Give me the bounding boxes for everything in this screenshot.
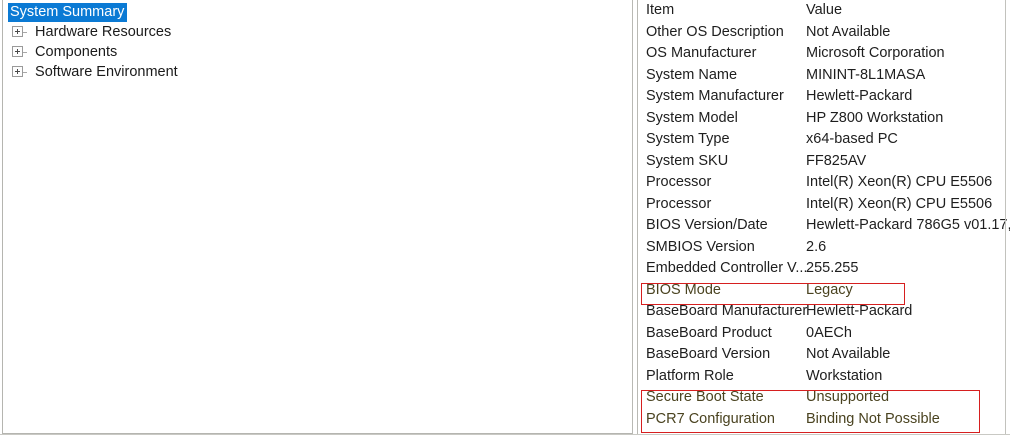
row-value: FF825AV xyxy=(806,152,867,169)
table-row[interactable]: SMBIOS Version 2.6 xyxy=(638,237,1010,259)
row-item-label: System Model xyxy=(646,109,738,126)
row-value: 255.255 xyxy=(806,260,859,276)
row-item-label: Secure Boot State xyxy=(646,389,764,405)
table-row-secure-boot-state[interactable]: Secure Boot State Unsupported xyxy=(638,387,1010,409)
row-item-label: OS Manufacturer xyxy=(646,45,757,61)
table-row[interactable]: BIOS Version/Date Hewlett-Packard 786G5 … xyxy=(638,215,1010,237)
row-item-label: System Manufacturer xyxy=(646,88,784,104)
table-row[interactable]: System Name MININT-8L1MASA xyxy=(638,65,1010,87)
plus-box-icon[interactable] xyxy=(12,65,23,77)
row-item-label: System SKU xyxy=(646,152,729,169)
row-item-label: BIOS Version/Date xyxy=(646,217,768,233)
row-item-label: System Name xyxy=(646,66,738,83)
plus-box-icon[interactable] xyxy=(12,45,23,57)
tree-item-hardware-resources-label: Hardware Resources xyxy=(35,24,172,41)
table-row[interactable]: BaseBoard Version Not Available xyxy=(638,344,1010,366)
list-pane-right-border xyxy=(1005,0,1006,434)
tree-connector-line xyxy=(23,32,27,33)
table-row[interactable]: System Manufacturer Hewlett-Packard xyxy=(638,86,1010,108)
row-item-label: BaseBoard Version xyxy=(646,346,771,362)
tree-item-components[interactable]: Components xyxy=(3,42,632,62)
row-value: Intel(R) Xeon(R) CPU E5506 xyxy=(806,195,993,212)
plus-box-icon[interactable] xyxy=(12,25,23,37)
row-value: Binding Not Possible xyxy=(806,410,940,427)
table-row[interactable]: Other OS Description Not Available xyxy=(638,22,1010,44)
row-value: HP Z800 Workstation xyxy=(806,109,944,126)
row-item-label: System Type xyxy=(646,131,730,147)
table-row-bios-mode[interactable]: BIOS Mode Legacy xyxy=(638,280,1010,302)
row-item-label: BIOS Mode xyxy=(646,281,721,298)
table-row[interactable]: Embedded Controller V... 255.255 xyxy=(638,258,1010,280)
tree-item-system-summary[interactable]: System Summary xyxy=(3,2,632,22)
table-row[interactable]: Processor Intel(R) Xeon(R) CPU E5506 xyxy=(638,172,1010,194)
row-item-label: Embedded Controller V... xyxy=(646,260,808,276)
table-row[interactable]: BaseBoard Product 0AECh xyxy=(638,323,1010,345)
column-header-item: Item xyxy=(646,2,675,18)
row-value: Not Available xyxy=(806,346,891,362)
row-value: Legacy xyxy=(806,281,853,298)
pane-splitter[interactable] xyxy=(632,0,638,434)
row-value: Unsupported xyxy=(806,389,890,405)
row-value: Hewlett-Packard xyxy=(806,88,913,104)
tree-connector-line xyxy=(23,72,27,73)
row-value: Intel(R) Xeon(R) CPU E5506 xyxy=(806,174,993,190)
window-bottom-border xyxy=(0,434,1010,435)
tree-item-components-label: Components xyxy=(35,44,118,61)
column-header-value: Value xyxy=(806,2,843,18)
row-value: Hewlett-Packard 786G5 v01.17, 8/ xyxy=(806,217,1010,233)
row-item-label: BaseBoard Product xyxy=(646,324,772,341)
tree-connector-line xyxy=(23,52,27,53)
table-row[interactable]: System Type x64-based PC xyxy=(638,129,1010,151)
row-item-label: BaseBoard Manufacturer xyxy=(646,303,808,319)
row-item-label: Processor xyxy=(646,195,712,212)
row-value: 2.6 xyxy=(806,238,827,255)
row-value: Hewlett-Packard xyxy=(806,303,913,319)
navigation-tree-pane: System Summary Hardware Resources Compon… xyxy=(2,0,632,434)
table-row[interactable]: Processor Intel(R) Xeon(R) CPU E5506 xyxy=(638,194,1010,216)
table-row[interactable]: BaseBoard Manufacturer Hewlett-Packard xyxy=(638,301,1010,323)
tree-item-software-environment-label: Software Environment xyxy=(35,64,178,81)
row-value: Microsoft Corporation xyxy=(806,45,945,61)
row-item-label: Processor xyxy=(646,174,712,190)
row-value: 0AECh xyxy=(806,324,852,341)
row-value: x64-based PC xyxy=(806,131,898,147)
row-value: MININT-8L1MASA xyxy=(806,66,926,83)
tree-item-software-environment[interactable]: Software Environment xyxy=(3,62,632,82)
row-item-label: Other OS Description xyxy=(646,23,784,40)
table-row[interactable]: Platform Role Workstation xyxy=(638,366,1010,388)
row-item-label: PCR7 Configuration xyxy=(646,410,775,427)
table-row[interactable]: System SKU FF825AV xyxy=(638,151,1010,173)
list-header-row[interactable]: Item Value xyxy=(638,0,1010,22)
tree-item-hardware-resources[interactable]: Hardware Resources xyxy=(3,22,632,42)
table-row-pcr7-configuration[interactable]: PCR7 Configuration Binding Not Possible xyxy=(638,409,1010,431)
row-value: Not Available xyxy=(806,23,891,40)
row-item-label: Platform Role xyxy=(646,367,734,384)
row-value: Workstation xyxy=(806,367,883,384)
details-list-pane: Item Value Other OS Description Not Avai… xyxy=(638,0,1010,434)
table-row[interactable]: System Model HP Z800 Workstation xyxy=(638,108,1010,130)
tree-item-system-summary-label: System Summary xyxy=(8,3,128,22)
row-item-label: SMBIOS Version xyxy=(646,238,755,255)
table-row[interactable]: OS Manufacturer Microsoft Corporation xyxy=(638,43,1010,65)
